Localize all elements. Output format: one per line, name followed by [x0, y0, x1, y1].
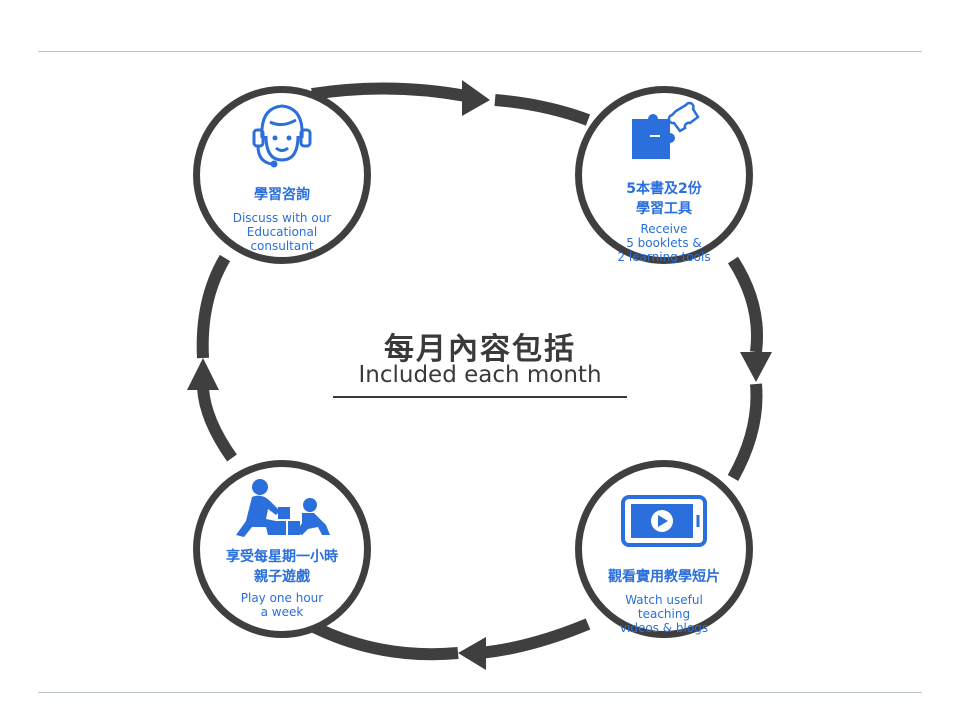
- arrow-top-head: [462, 80, 490, 116]
- arc-bottom-left: [309, 620, 459, 661]
- center-title-zh: 每月內容包括: [384, 332, 576, 367]
- arc-top-right: [494, 94, 591, 126]
- step-title-zh: 5本書及2份 學習工具: [626, 181, 702, 217]
- step-title-zh: 學習咨詢: [254, 187, 310, 203]
- arrow-left-line: [197, 387, 237, 462]
- step-text-en: Watch useful teaching videos & blogs: [619, 593, 709, 635]
- arc-left-upper: [196, 254, 231, 359]
- step-title-zh: 觀看實用教學短片: [608, 569, 720, 585]
- step-play: 享受每星期一小時 親子遊戲 Play one hour a week: [193, 460, 371, 638]
- bottom-divider: [38, 692, 922, 693]
- arrow-bottom-head: [458, 637, 486, 670]
- headset-consultant-icon: [252, 104, 312, 168]
- video-tablet-icon: [621, 495, 707, 547]
- step-text-en: Discuss with our Educational consultant: [232, 211, 332, 253]
- arrow-right-head: [740, 352, 772, 382]
- arrow-top-line: [311, 82, 468, 102]
- center-underline: [333, 396, 627, 398]
- center-title-en: Included each month: [358, 362, 602, 388]
- arrow-bottom-line: [479, 618, 591, 659]
- arrow-left-head: [187, 358, 219, 390]
- step-text-en: Play one hour a week: [240, 591, 324, 619]
- step-text-en: Receive 5 booklets & 2 learning tools: [617, 222, 711, 264]
- arc-right-lower: [727, 383, 763, 481]
- step-videos: 觀看實用教學短片 Watch useful teaching videos & …: [575, 460, 753, 638]
- arrow-right-line: [727, 256, 763, 353]
- parent-child-blocks-icon: [236, 479, 330, 537]
- step-consultation: 學習咨詢 Discuss with our Educational consul…: [193, 86, 371, 264]
- step-booklets-tools: 5本書及2份 學習工具 Receive 5 booklets & 2 learn…: [575, 86, 753, 264]
- step-title-zh: 享受每星期一小時 親子遊戲: [226, 549, 338, 585]
- top-divider: [38, 51, 922, 52]
- puzzle-icon: [632, 101, 700, 159]
